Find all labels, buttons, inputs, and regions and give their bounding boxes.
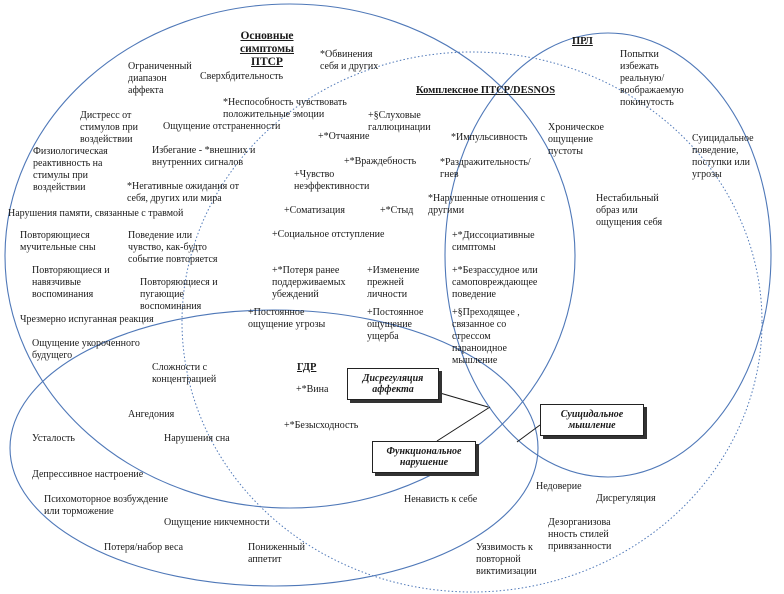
label-reckless: +*Безрассудное или самоповреждающее пове… xyxy=(452,265,538,300)
callout-affect-dysregulation: Дисрегуляция аффекта xyxy=(347,368,439,400)
gad-circle xyxy=(9,309,539,587)
label-hopelessness: +*Безысходность xyxy=(284,420,359,431)
label-hostility: +*Враждебность xyxy=(344,156,417,167)
pointer-functional xyxy=(436,406,491,442)
label-emptiness: Хроническое ощущение пустоты xyxy=(548,122,604,157)
label-abandonment: Попытки избежать реальную/ воображаемую … xyxy=(620,49,684,108)
label-dissociative: +*Диссоциативные симптомы xyxy=(452,230,535,253)
label-restricted-affect: Ограниченный диапазон аффекта xyxy=(128,61,192,96)
label-detachment: Ощущение отстраненности xyxy=(163,121,281,132)
label-memory-problems: Нарушения памяти, связанные с травмой xyxy=(8,208,184,219)
label-suicidal-behavior: Суицидальное поведение, поступки или угр… xyxy=(692,133,754,180)
label-foreshortened: Ощущение укороченного будущего xyxy=(32,338,140,361)
bpd-header: ПРЛ xyxy=(572,36,593,47)
label-concentration: Сложности с концентрацией xyxy=(152,362,217,385)
label-weight: Потеря/набор веса xyxy=(104,542,184,553)
callout-suicidal-thinking: Суицидальное мышление xyxy=(540,404,644,436)
label-revictimization: Уязвимость к повторной виктимизации xyxy=(476,542,537,577)
pointer-suicidal xyxy=(516,424,541,443)
label-dysregulation: Дисрегуляция xyxy=(596,493,656,504)
label-repeated-dreams: Повторяющиеся мучительные сны xyxy=(20,230,96,253)
pointer-affect xyxy=(439,392,489,408)
callout-functional-impairment: Функциональное нарушение xyxy=(372,441,476,473)
label-irritability: *Раздражительность/ гнев xyxy=(440,157,531,180)
label-psychomotor: Психомоторное возбуждение или торможение xyxy=(44,494,169,517)
label-hypervigilance: Сверхбдительность xyxy=(200,71,283,82)
label-disorganized-attachment: Дезорганизова нность стилей привязанност… xyxy=(548,517,612,552)
bpd-circle xyxy=(444,32,772,478)
label-anhedonia: Ангедония xyxy=(128,409,175,420)
label-hallucinations: +§Слуховые галлюцинации xyxy=(368,110,431,133)
label-constant-threat: +Постоянное ощущение угрозы xyxy=(248,307,326,330)
label-lost-beliefs: +*Потеря ранее поддерживаемых убеждений xyxy=(272,265,346,300)
label-constant-damage: +Постоянное ощущение ущерба xyxy=(367,307,424,342)
label-disturbed-relations: *Нарушенные отношения с другими xyxy=(428,193,545,216)
ptsd-circle xyxy=(4,3,576,509)
complex-ptsd-header: Комплексное ПТСР/DESNOS xyxy=(416,85,556,96)
label-unstable-image: Нестабильный образ или ощущения себя xyxy=(596,193,663,228)
label-guilt: +*Вина xyxy=(296,384,329,395)
label-somatization: +Соматизация xyxy=(284,205,345,216)
gad-header: ГДР xyxy=(297,362,317,373)
label-frightening-memories: Повторяющиеся и пугающие воспоминания xyxy=(140,277,218,312)
label-fatigue: Усталость xyxy=(32,433,75,444)
label-startle: Чрезмерно испуганная реакция xyxy=(20,314,154,325)
label-physio: Физиологическая реактивность на стимулы … xyxy=(33,146,108,193)
label-shame: +*Стыд xyxy=(380,205,414,216)
label-sleep: Нарушения сна xyxy=(164,433,230,444)
label-impulsivity: *Импульсивность xyxy=(451,132,528,143)
label-mistrust: Недоверие xyxy=(536,481,582,492)
label-changed-personality: +Изменение прежней личности xyxy=(367,265,420,300)
label-no-positive: *Неспособность чувствовать положительные… xyxy=(223,97,347,120)
label-avoidance: Избегание - *внешних и внутренних сигнал… xyxy=(152,145,256,168)
label-ineffectiveness: +Чувство неэффективности xyxy=(294,169,370,192)
label-worthlessness: Ощущение никчемности xyxy=(164,517,270,528)
label-blame: *Обвинения себя и других xyxy=(320,49,379,72)
label-transient-paranoid: +§Преходящее , связанное со стрессом пар… xyxy=(452,307,520,366)
label-reliving: Поведение или чувство, как-будто событие… xyxy=(128,230,218,265)
label-negative-expectations: *Негативные ожидания от себя, других или… xyxy=(127,181,239,204)
label-social-withdrawal: +Социальное отступление xyxy=(272,229,385,240)
label-self-hatred: Ненависть к себе xyxy=(404,494,478,505)
ptsd-header: Основные симптомы ПТСР xyxy=(239,30,295,68)
label-depressed-mood: Депрессивное настроение xyxy=(32,469,144,480)
label-despair: +*Отчаяние xyxy=(318,131,370,142)
complex-ptsd-circle xyxy=(181,51,763,593)
label-distress-stimuli: Дистресс от стимулов при воздействии xyxy=(80,110,138,145)
label-low-appetite: Пониженный аппетит xyxy=(248,542,305,565)
label-intrusive-memories: Повторяющиеся и навязчивые воспоминания xyxy=(32,265,110,300)
